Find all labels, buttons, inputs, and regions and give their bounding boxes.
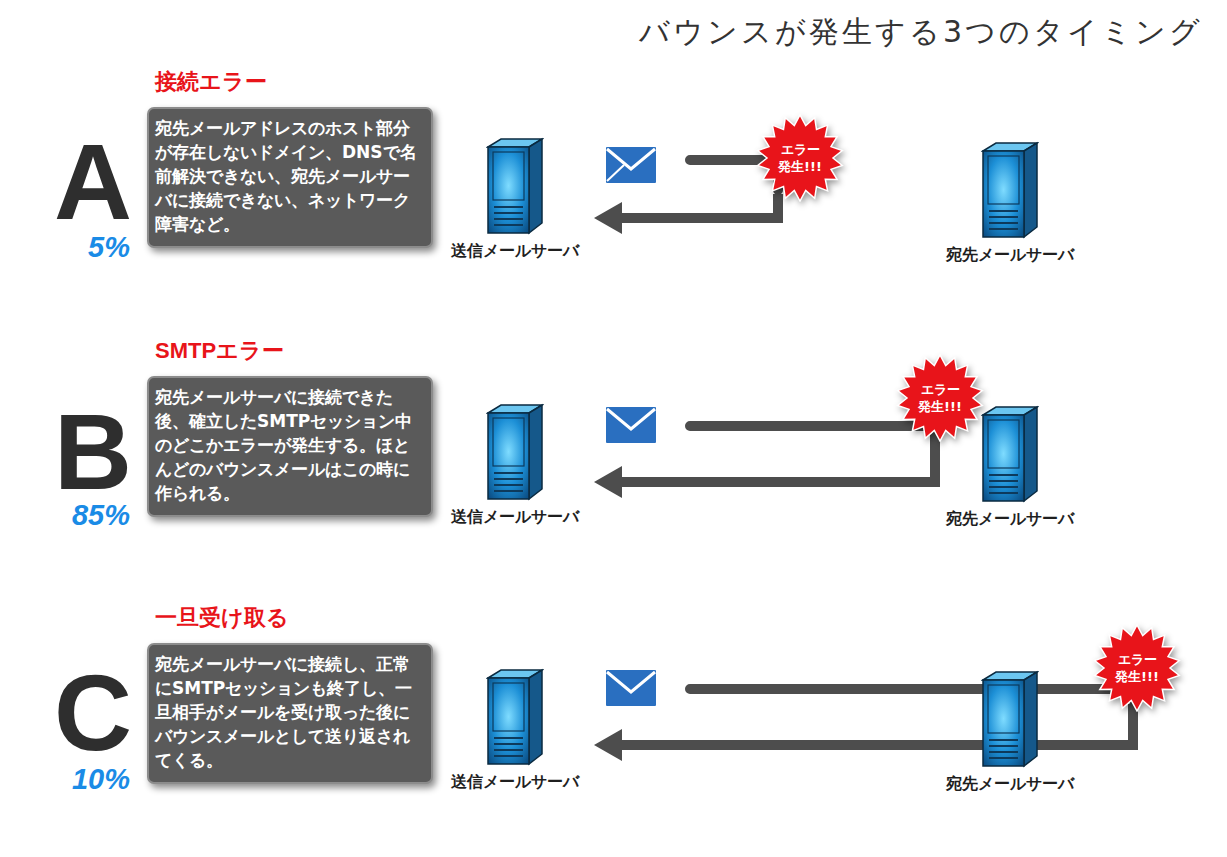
return-arrow: [594, 434, 935, 498]
error-text: エラー 発生!!!: [912, 381, 968, 415]
envelope-fold: [607, 165, 624, 181]
server-icon: [981, 141, 1039, 239]
error-starburst: エラー 発生!!!: [1093, 624, 1181, 712]
starburst-shape: [1093, 624, 1181, 712]
outgoing-line: [690, 426, 935, 430]
envelope-icon: [605, 146, 657, 184]
envelope-body: [605, 669, 657, 707]
row-letter: B: [10, 398, 132, 506]
envelope-icon: [605, 406, 657, 444]
arrow-head: [594, 466, 622, 498]
envelope-body: [605, 146, 657, 184]
diagram-title: バウンスが発生する3つのタイミング: [639, 12, 1203, 52]
return-arrow: [594, 704, 1133, 761]
server-label: 送信メールサーバ: [451, 241, 579, 261]
connector-line: [614, 434, 935, 482]
row-letter: A: [10, 128, 132, 236]
server-label: 送信メールサーバ: [451, 507, 579, 527]
error-text: エラー 発生!!!: [1109, 651, 1165, 685]
mail-server: 送信メールサーバ: [440, 137, 590, 261]
return-arrow: [594, 194, 778, 234]
arrow-head: [594, 202, 622, 234]
percentage: 10%: [10, 762, 130, 796]
outgoing-line: [690, 160, 1133, 700]
starburst-shape: [896, 354, 984, 442]
description-text: 宛先メールサーバに接続し、正常にSMTPセッションも終了し、一旦相手がメールを受…: [147, 643, 433, 784]
description-text: 宛先メールサーバに接続できた後、確立したSMTPセッション中のどこかエラーが発生…: [147, 376, 433, 517]
envelope-flap: [607, 149, 655, 169]
envelope-icon: [605, 669, 657, 707]
envelope-flap: [607, 409, 655, 429]
percentage: 5%: [10, 230, 130, 264]
mail-server: 送信メールサーバ: [440, 668, 590, 792]
server-label: 宛先メールサーバ: [946, 245, 1074, 265]
connector-line: [614, 704, 1133, 745]
server-icon: [486, 137, 544, 235]
row-letter: C: [10, 659, 132, 767]
description-box: 一旦受け取る宛先メールサーバに接続し、正常にSMTPセッションも終了し、一旦相手…: [147, 603, 433, 784]
server-label: 宛先メールサーバ: [946, 509, 1074, 529]
mail-server: 宛先メールサーバ: [935, 405, 1085, 529]
server-label: 宛先メールサーバ: [946, 774, 1074, 794]
section-heading: 接続エラー: [155, 67, 433, 97]
server-icon: [981, 670, 1039, 768]
description-box: SMTPエラー宛先メールサーバに接続できた後、確立したSMTPセッション中のどこ…: [147, 336, 433, 517]
starburst-shape: [756, 114, 844, 202]
envelope-flap: [607, 672, 655, 692]
description-text: 宛先メールアドレスのホスト部分が存在しないドメイン、DNSで名前解決できない、宛…: [147, 107, 433, 248]
mail-server: 宛先メールサーバ: [935, 670, 1085, 794]
mail-server: 送信メールサーバ: [440, 403, 590, 527]
server-icon: [981, 405, 1039, 503]
description-box: 接続エラー宛先メールアドレスのホスト部分が存在しないドメイン、DNSで名前解決で…: [147, 67, 433, 248]
error-starburst: エラー 発生!!!: [756, 114, 844, 202]
server-label: 送信メールサーバ: [451, 772, 579, 792]
connector-line: [614, 194, 778, 218]
mail-server: 宛先メールサーバ: [935, 141, 1085, 265]
error-starburst: エラー 発生!!!: [896, 354, 984, 442]
percentage: 85%: [10, 498, 130, 532]
outgoing-line: [690, 689, 1133, 700]
arrow-head: [594, 729, 622, 761]
envelope-body: [605, 406, 657, 444]
server-icon: [486, 668, 544, 766]
section-heading: SMTPエラー: [155, 336, 433, 366]
server-icon: [486, 403, 544, 501]
section-heading: 一旦受け取る: [155, 603, 433, 633]
error-text: エラー 発生!!!: [772, 141, 828, 175]
